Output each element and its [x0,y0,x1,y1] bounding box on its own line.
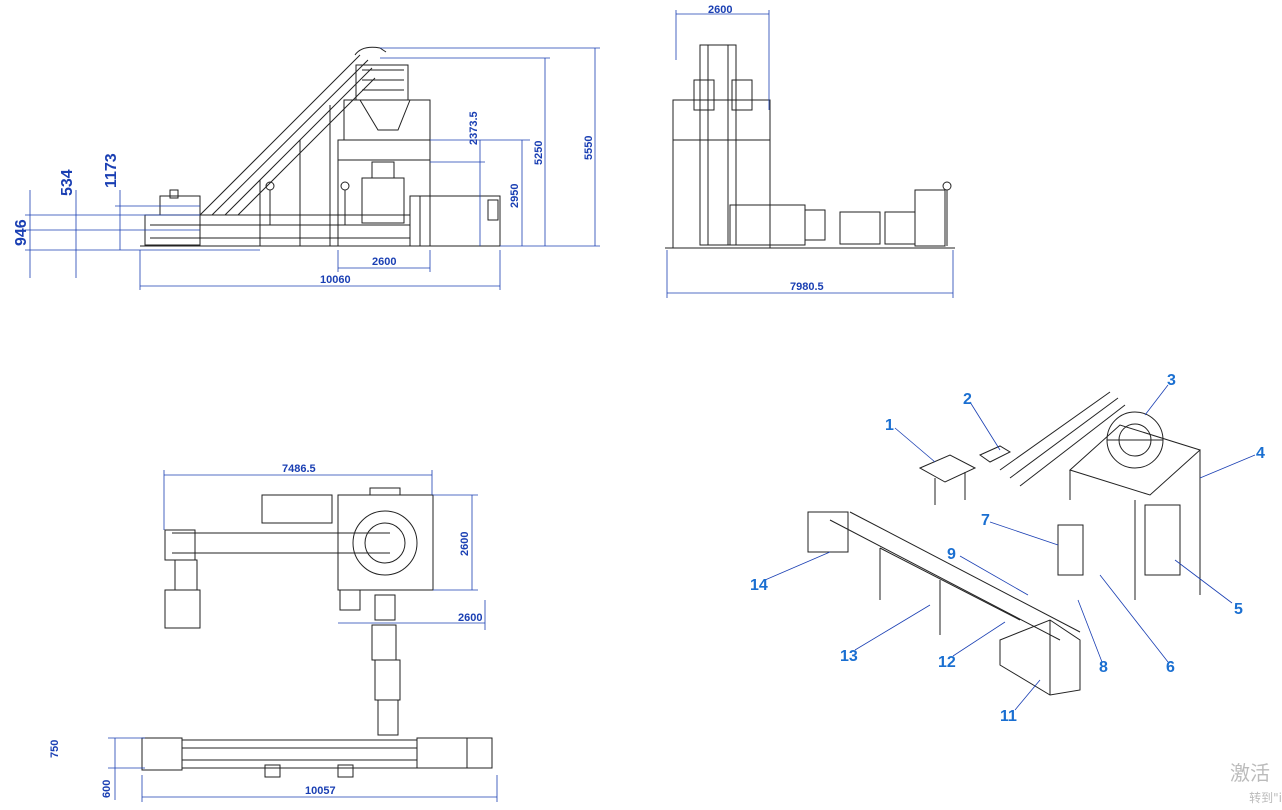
iso-label-12: 12 [938,654,956,671]
iso-label-3: 3 [1167,372,1176,389]
dim-top-conv-h: 750 [49,740,61,758]
dim-front-width: 7980.5 [790,281,824,293]
dim-top-bottom-width: 10057 [305,785,336,797]
top-view-dimensions [108,470,498,802]
dim-top-platform-h: 2600 [459,532,471,556]
dim-top-platform-w: 2600 [458,612,482,624]
dim-side-platform: 2600 [372,256,396,268]
dim-side-946: 946 [13,219,30,246]
iso-label-7: 7 [981,512,990,529]
iso-label-14: 14 [750,577,768,594]
watermark-line1: 激活 [1230,761,1270,785]
dim-side-h3: 5250 [533,141,545,165]
iso-label-6: 6 [1166,659,1175,676]
iso-label-9: 9 [947,546,956,563]
side-view-dimensions [25,47,600,290]
dim-top-conv-offset: 600 [101,780,113,798]
iso-label-5: 5 [1234,601,1243,618]
dim-side-h1: 2373.5 [468,111,480,145]
dim-side-1173: 1173 [103,153,120,188]
dim-side-534: 534 [59,169,76,196]
iso-label-11: 11 [1000,708,1017,725]
iso-view [807,391,1201,696]
iso-label-4: 4 [1256,445,1265,462]
front-view-dimensions [666,10,954,298]
iso-label-13: 13 [840,648,858,665]
iso-leaders [764,384,1256,711]
top-view [141,487,493,778]
dim-side-h2: 2950 [509,184,521,208]
dim-top-width: 7486.5 [282,463,316,475]
iso-label-1: 1 [885,417,894,434]
dim-side-total: 10060 [320,274,351,286]
watermark-line2: 转到"i [1249,791,1282,805]
iso-label-8: 8 [1099,659,1108,676]
iso-label-2: 2 [963,391,972,408]
side-view [140,46,501,247]
dim-side-h4: 5550 [583,136,595,160]
dim-front-top: 2600 [708,4,732,16]
front-view [665,44,955,249]
